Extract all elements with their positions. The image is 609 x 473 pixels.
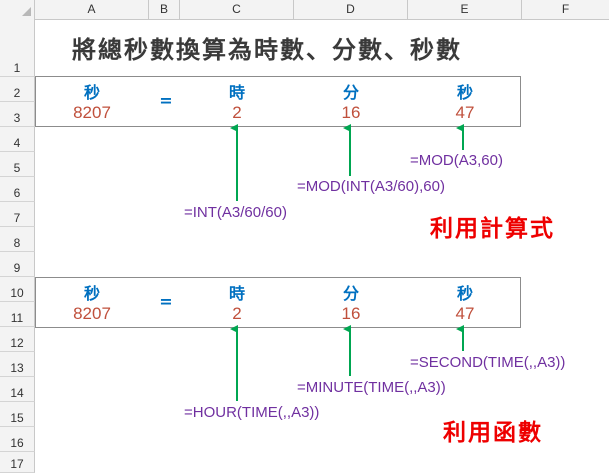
row-header-6[interactable]: 6 bbox=[0, 177, 35, 202]
row-header-15[interactable]: 15 bbox=[0, 402, 35, 427]
select-all-triangle-icon bbox=[22, 7, 31, 16]
column-header-b[interactable]: B bbox=[149, 0, 180, 19]
formula2-hours: =HOUR(TIME(,,A3)) bbox=[184, 404, 320, 421]
method1-label: 利用計算式 bbox=[430, 216, 555, 242]
table2-seconds-value[interactable]: 47 bbox=[455, 304, 475, 323]
table1-equals: = bbox=[159, 91, 173, 110]
column-header-bar bbox=[0, 0, 609, 20]
table1-secs-label: 秒 bbox=[456, 83, 473, 102]
row-header-2[interactable]: 2 bbox=[0, 77, 35, 102]
row-header-9[interactable]: 9 bbox=[0, 252, 35, 277]
formula1-seconds: =MOD(A3,60) bbox=[410, 152, 503, 169]
select-all-corner[interactable] bbox=[0, 0, 35, 19]
table1-total-seconds-value[interactable]: 8207 bbox=[73, 103, 111, 122]
row-header-14[interactable]: 14 bbox=[0, 377, 35, 402]
column-header-d[interactable]: D bbox=[294, 0, 408, 19]
table2-seconds-label: 秒 bbox=[83, 284, 100, 303]
table1-seconds-label: 秒 bbox=[83, 83, 100, 102]
table2-minutes-value[interactable]: 16 bbox=[341, 304, 361, 323]
table2-minutes-label: 分 bbox=[342, 284, 359, 303]
column-header-c[interactable]: C bbox=[180, 0, 294, 19]
table2-secs-label: 秒 bbox=[456, 284, 473, 303]
column-header-f[interactable]: F bbox=[561, 2, 570, 16]
table2-hours-value[interactable]: 2 bbox=[232, 304, 242, 323]
row-header-13[interactable]: 13 bbox=[0, 352, 35, 377]
row-header-8[interactable]: 8 bbox=[0, 227, 35, 252]
row-header-16[interactable]: 16 bbox=[0, 427, 35, 452]
row-header-11[interactable]: 11 bbox=[0, 302, 35, 327]
method2-label: 利用函數 bbox=[443, 420, 543, 446]
formula1-minutes: =MOD(INT(A3/60),60) bbox=[297, 178, 445, 195]
row-header-7[interactable]: 7 bbox=[0, 202, 35, 227]
column-header-a[interactable]: A bbox=[35, 0, 149, 19]
table1-hours-label: 時 bbox=[228, 83, 245, 102]
row-header-10[interactable]: 10 bbox=[0, 277, 35, 302]
table1-minutes-value[interactable]: 16 bbox=[341, 103, 361, 122]
column-header-e[interactable]: E bbox=[408, 0, 522, 19]
table2-equals: = bbox=[159, 292, 173, 311]
row-header-3[interactable]: 3 bbox=[0, 102, 35, 127]
formula2-minutes: =MINUTE(TIME(,,A3)) bbox=[297, 379, 446, 396]
row-header-5[interactable]: 5 bbox=[0, 152, 35, 177]
formula1-hours: =INT(A3/60/60) bbox=[184, 204, 287, 221]
table1-hours-value[interactable]: 2 bbox=[232, 103, 242, 122]
row-header-1[interactable]: 1 bbox=[0, 19, 35, 77]
table1-box bbox=[35, 76, 521, 127]
page-title: 將總秒數換算為時數、分數、秒數 bbox=[72, 36, 462, 64]
table2-box bbox=[35, 277, 521, 328]
table2-total-seconds-value[interactable]: 8207 bbox=[73, 304, 111, 323]
table1-minutes-label: 分 bbox=[342, 83, 359, 102]
row-header-12[interactable]: 12 bbox=[0, 327, 35, 352]
table2-hours-label: 時 bbox=[228, 284, 245, 303]
row-header-4[interactable]: 4 bbox=[0, 127, 35, 152]
formula2-seconds: =SECOND(TIME(,,A3)) bbox=[410, 354, 566, 371]
table1-seconds-value[interactable]: 47 bbox=[455, 103, 475, 122]
